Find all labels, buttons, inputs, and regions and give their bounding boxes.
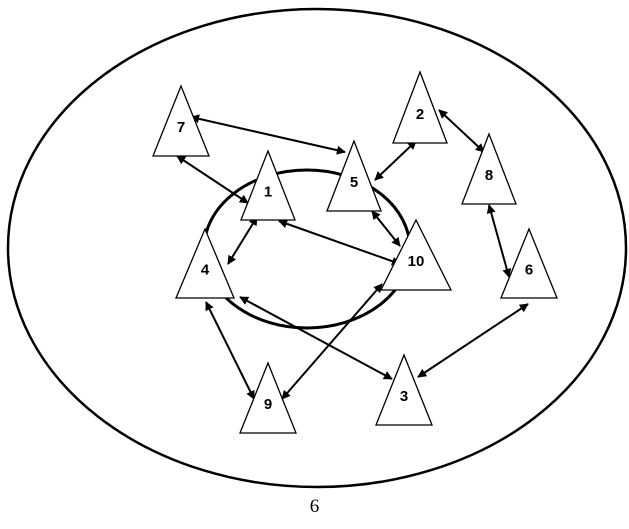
edge-8-6 xyxy=(486,204,512,278)
edge-5-2 xyxy=(374,140,417,181)
figure-caption: 6 xyxy=(309,496,320,517)
triangle-node-shape xyxy=(240,149,296,221)
node-2: 2 xyxy=(392,70,448,144)
triangle-node-shape xyxy=(326,139,382,212)
node-label: 8 xyxy=(485,167,493,184)
edge-5-10 xyxy=(371,210,401,247)
node-5: 5 xyxy=(326,139,382,212)
node-label: 10 xyxy=(408,253,425,270)
outer-boundary xyxy=(6,7,628,489)
node-1: 1 xyxy=(240,149,296,221)
edge-7-1 xyxy=(176,155,249,204)
node-3: 3 xyxy=(375,353,433,426)
edge-2-8 xyxy=(438,109,485,153)
edge-1-4 xyxy=(227,216,258,265)
edge-6-3 xyxy=(417,303,529,378)
node-8: 8 xyxy=(461,132,517,205)
node-4: 4 xyxy=(175,227,235,299)
triangle-node-shape xyxy=(392,70,448,144)
node-7: 7 xyxy=(152,84,210,157)
node-label: 2 xyxy=(416,106,424,123)
node-label: 5 xyxy=(350,174,358,191)
node-label: 1 xyxy=(264,184,272,201)
node-label: 4 xyxy=(201,262,210,279)
node-label: 6 xyxy=(525,262,533,279)
node-9: 9 xyxy=(239,361,297,434)
node-label: 9 xyxy=(264,396,272,413)
edge-4-3 xyxy=(239,296,393,380)
triangle-node-shape xyxy=(379,218,453,291)
node-6: 6 xyxy=(500,227,558,299)
triangle-node-shape xyxy=(175,227,235,299)
triangle-node-shape xyxy=(500,227,558,299)
triangle-node-shape xyxy=(239,361,297,434)
edge-9-10 xyxy=(281,283,383,400)
edge-7-5 xyxy=(190,114,346,155)
edge-4-9 xyxy=(205,301,255,400)
node-label: 7 xyxy=(177,119,185,136)
triangle-node-shape xyxy=(375,353,433,426)
triangle-node-shape xyxy=(461,132,517,205)
node-label: 3 xyxy=(400,388,408,405)
triangle-node-shape xyxy=(152,84,210,157)
edge-1-10 xyxy=(278,219,401,266)
node-10: 10 xyxy=(379,218,453,291)
